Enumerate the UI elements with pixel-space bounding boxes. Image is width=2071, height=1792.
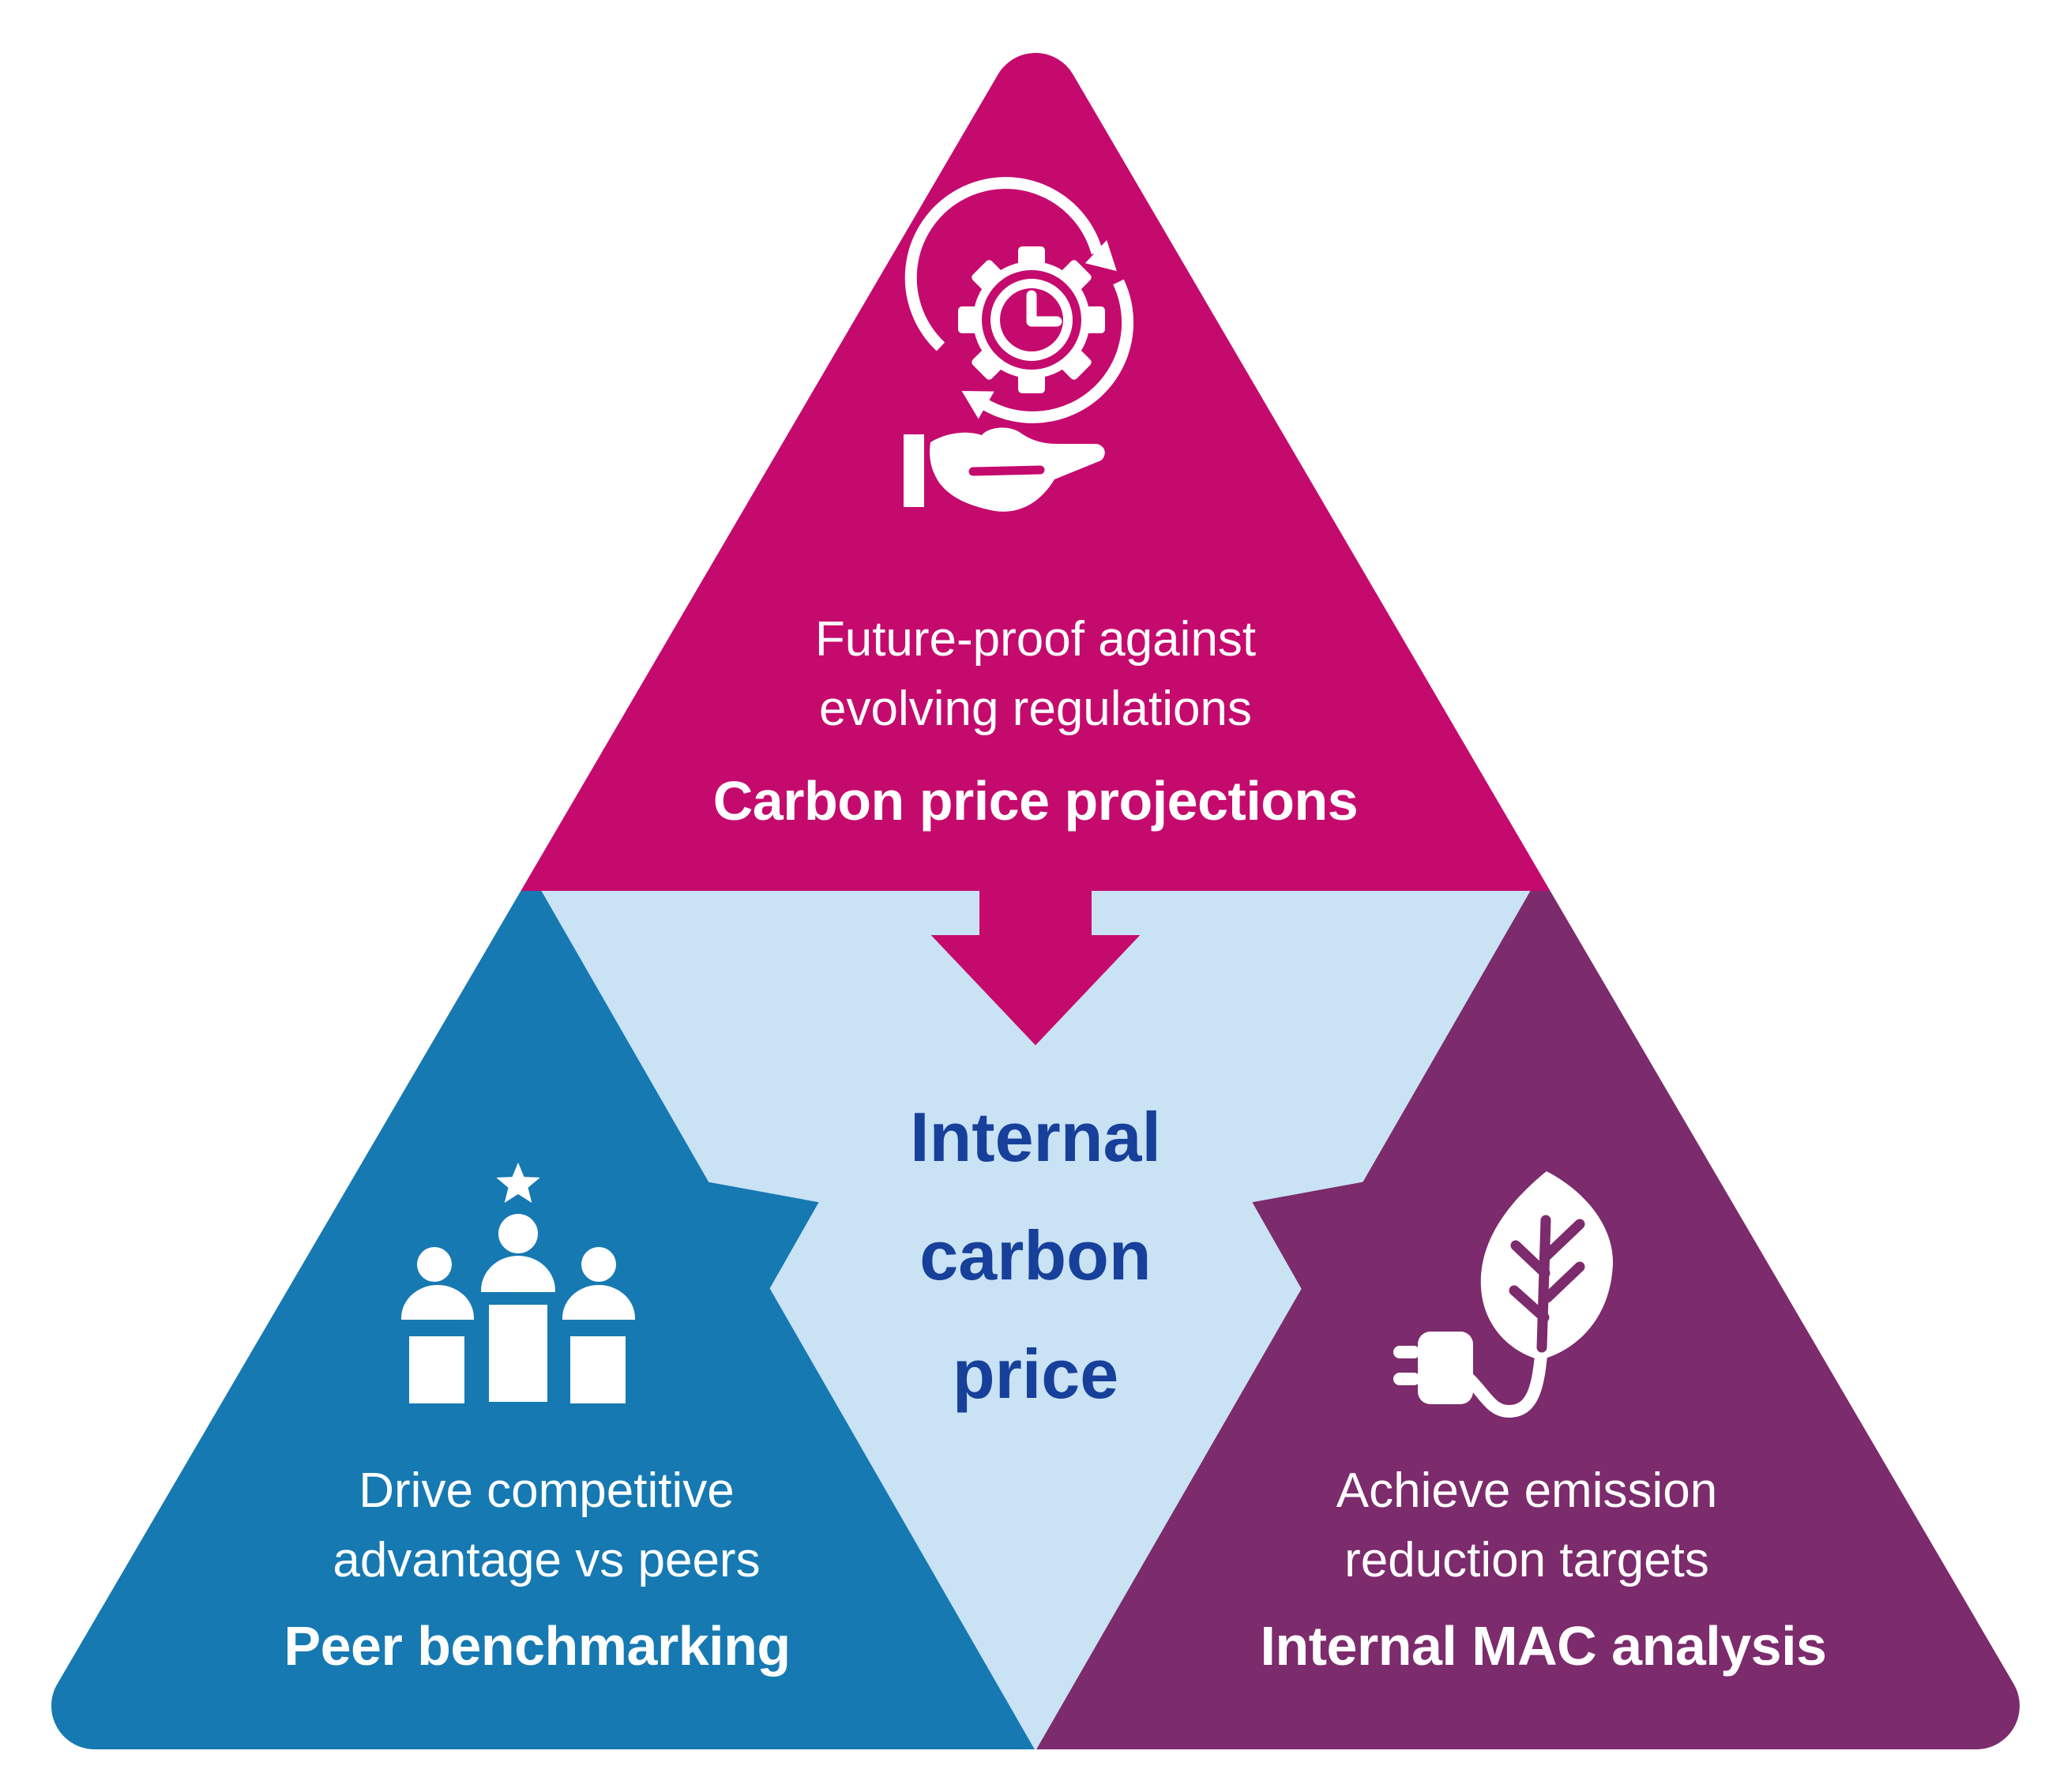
right-section-description: Achieve emission reduction targets — [1336, 1463, 1718, 1587]
left-section-heading: Peer benchmarking — [284, 1615, 791, 1677]
time-cycle-gear-hand-icon — [904, 177, 1134, 512]
right-section-heading: Internal MAC analysis — [1260, 1615, 1827, 1677]
arrow-down-from-top-icon — [930, 805, 1141, 1046]
podium-people-star-icon — [401, 1163, 635, 1403]
leaf-plug-icon — [1393, 1171, 1614, 1418]
hand-icon — [904, 427, 1105, 512]
top-section-description: Future-proof against evolving regulation… — [814, 612, 1257, 736]
star-icon — [496, 1163, 540, 1203]
cycle-arrowhead-icon — [1084, 240, 1117, 272]
cycle-arrowhead-icon — [961, 391, 994, 419]
top-section-heading: Carbon price projections — [712, 770, 1359, 832]
center-label: Internal carbon price — [910, 1098, 1161, 1413]
gear-clock-icon — [958, 246, 1105, 393]
plug-icon — [1393, 1332, 1473, 1404]
left-section-description: Drive competitive advantage vs peers — [333, 1463, 761, 1587]
